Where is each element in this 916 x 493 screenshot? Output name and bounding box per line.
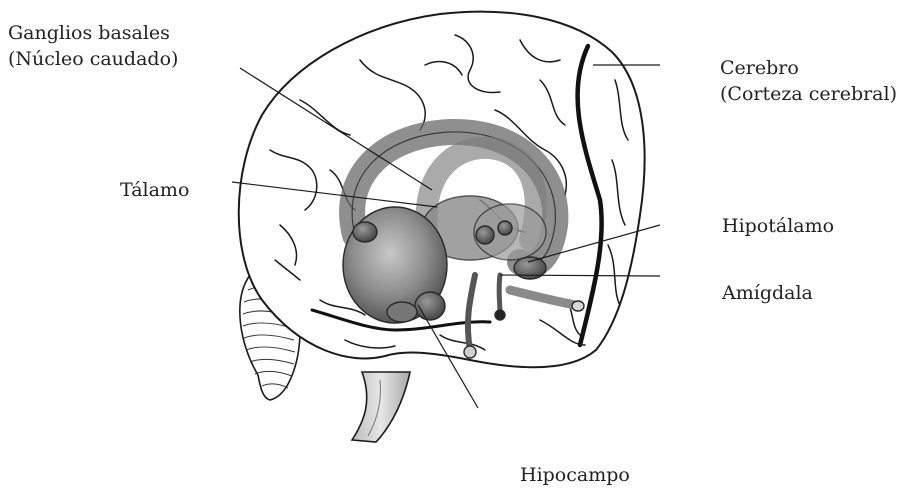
label-cerebrum-line2: (Corteza cerebral) xyxy=(720,81,897,107)
label-basal-ganglia: Ganglios basales (Núcleo caudado) xyxy=(8,20,178,72)
label-hypothalamus: Hipotálamo xyxy=(722,213,834,239)
label-basal-ganglia-line2: (Núcleo caudado) xyxy=(8,46,178,72)
label-thalamus: Tálamo xyxy=(120,177,189,203)
label-basal-ganglia-line1: Ganglios basales xyxy=(8,20,178,46)
brainstem xyxy=(352,372,410,442)
label-amygdala: Amígdala xyxy=(722,280,813,306)
label-cerebrum-line1: Cerebro xyxy=(720,55,897,81)
label-hippocampus: Hipocampo xyxy=(520,462,630,488)
label-cerebrum: Cerebro (Corteza cerebral) xyxy=(720,55,897,107)
